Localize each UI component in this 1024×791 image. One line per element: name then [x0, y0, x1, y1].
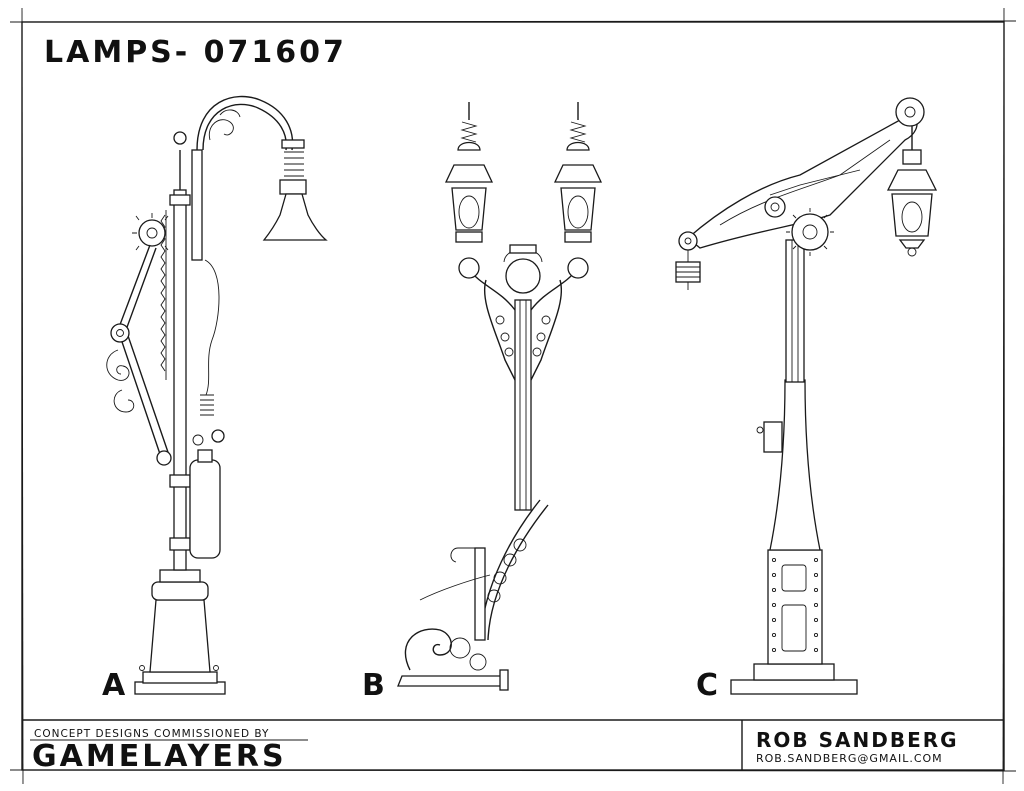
sheet-border: [9, 7, 1017, 785]
lamp-c-drawing: [675, 97, 938, 695]
author-name: ROB SANDBERG: [756, 728, 959, 752]
commissioned-by-text: CONCEPT DESIGNS COMMISSIONED BY: [34, 728, 269, 740]
brand-wordmark: GAMELAYERS: [32, 739, 287, 774]
lamp-b-label: B: [362, 668, 385, 703]
sheet-title: LAMPS- 071607: [44, 35, 347, 70]
lamp-b-drawing: [397, 102, 603, 691]
lamp-c-label: C: [696, 668, 718, 703]
lamp-a-label: A: [102, 668, 126, 703]
lamp-a-drawing: [106, 95, 328, 695]
author-email: ROB.SANDBERG@GMAIL.COM: [756, 752, 943, 765]
